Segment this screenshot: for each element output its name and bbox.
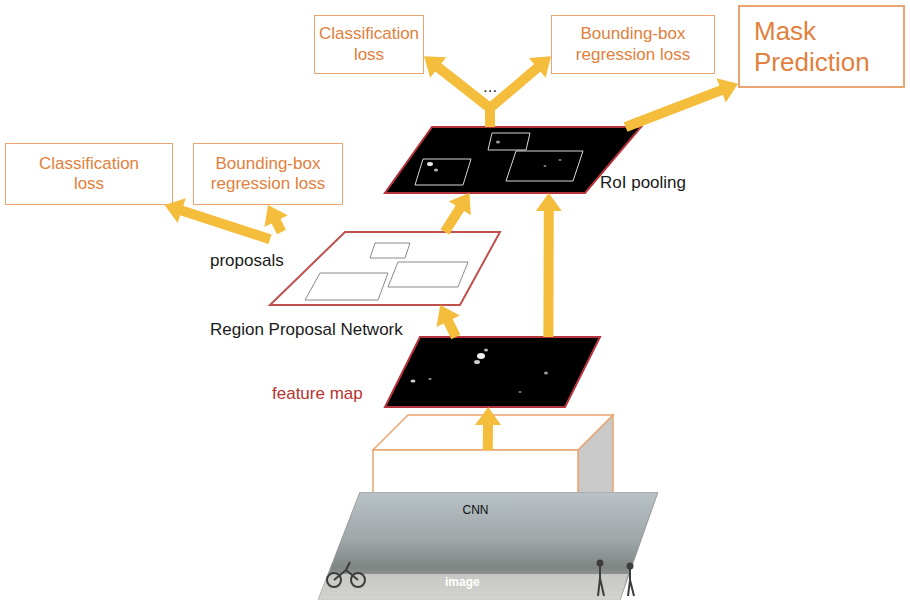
plane-label: RoI pooling (600, 174, 686, 193)
arrow-shaft (543, 210, 553, 337)
arrow-shaft (483, 424, 493, 450)
arrow-head (424, 56, 446, 77)
plane-label: feature map (272, 385, 363, 404)
arrow-shaft (448, 320, 456, 337)
plane-outline (385, 337, 600, 407)
layer-plane: RoI pooling (385, 127, 641, 193)
arrow-head (264, 205, 287, 227)
photo-area (318, 492, 658, 600)
arrow-heads (436, 305, 459, 327)
arrow-shaft (276, 220, 282, 232)
layer-plane: feature map (385, 337, 600, 407)
box-label: Bounding-box regression loss (552, 24, 714, 64)
arrow-head (536, 193, 562, 211)
flow-arrow (536, 193, 562, 337)
arrow-shaft (437, 67, 490, 127)
box-label: Mask Prediction (754, 16, 903, 77)
arrow-head (717, 78, 738, 102)
flow-arrow (424, 56, 490, 127)
plane-shape (385, 337, 600, 407)
arrow-heads (475, 407, 501, 425)
box-label: Bounding-box regression loss (194, 154, 342, 194)
plane-shape (270, 232, 500, 305)
arrow-heads (529, 56, 551, 78)
arrow-heads (717, 78, 738, 102)
loss-box: Bounding-box regression loss (193, 143, 343, 205)
arrow-shaft (445, 207, 461, 232)
loss-box: Mask Prediction (738, 5, 905, 88)
arrow-heads (424, 56, 446, 77)
arrow-shaft (626, 90, 723, 127)
cube-top (373, 415, 613, 450)
plane-label: Region Proposal Network (210, 321, 403, 340)
arrow-head (475, 407, 501, 425)
flow-arrow (626, 78, 738, 127)
layer-plane: proposalsRegion Proposal Network (270, 232, 500, 305)
plane-outline (270, 232, 500, 305)
flow-arrow (165, 198, 270, 239)
cnn-label: CNN (463, 503, 489, 517)
flow-arrow (445, 193, 471, 232)
arrow-shaft (181, 210, 270, 239)
ellipsis-label: ... (483, 78, 497, 97)
photo-road (318, 574, 628, 600)
arrow-shaft (490, 67, 538, 127)
arrow-head (436, 305, 459, 327)
box-label: Classification loss (27, 154, 152, 194)
flow-arrow (264, 205, 287, 232)
loss-box: Bounding-box regression loss (551, 15, 715, 74)
flow-arrow (490, 56, 551, 127)
loss-box: Classification loss (314, 15, 424, 74)
arrow-head (529, 56, 551, 78)
flow-arrow (475, 407, 501, 450)
arrow-heads (264, 205, 287, 227)
box-label: Classification loss (315, 24, 423, 64)
arrow-heads (165, 198, 186, 223)
arrow-head (449, 193, 471, 215)
loss-box: Classification loss (5, 143, 173, 205)
plane-label: proposals (210, 252, 284, 271)
arrow-head (165, 198, 186, 223)
arrow-heads (536, 193, 562, 211)
flow-arrow (436, 305, 459, 337)
image-label: image (445, 576, 480, 589)
arrow-heads (449, 193, 471, 215)
